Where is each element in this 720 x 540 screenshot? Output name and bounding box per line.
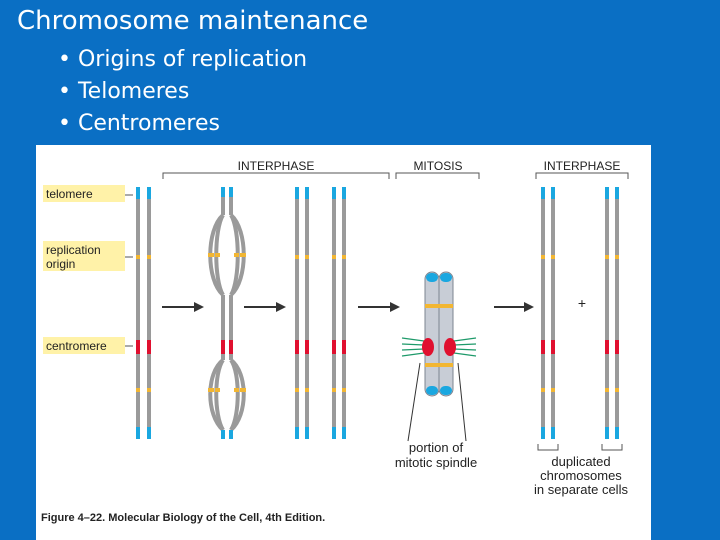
chromosome-duplicated-a: [295, 187, 309, 439]
label-origin-1: replication: [46, 243, 101, 257]
label-mitosis: MITOSIS: [413, 159, 462, 173]
phase-brackets: [162, 172, 629, 179]
daughter-chromosome-b: [605, 187, 619, 439]
chromosome-figure: INTERPHASE MITOSIS INTERPHASE telomere r…: [36, 145, 651, 540]
arrow-1: [162, 302, 204, 312]
bracket-interphase-2: [535, 172, 629, 179]
duplicated-label-3: in separate cells: [534, 482, 628, 497]
chromosome-replicating: [208, 187, 246, 439]
label-box-telomere: [43, 185, 125, 202]
duplicated-label-1: duplicated: [551, 454, 610, 469]
figure-drawing: INTERPHASE MITOSIS INTERPHASE telomere r…: [41, 159, 629, 524]
bullet-list: • Origins of replication • Telomeres • C…: [58, 44, 307, 140]
duplicated-label-2: chromosomes: [540, 468, 622, 483]
daughter-chromosome-a: [541, 187, 555, 439]
daughter-brackets: [537, 444, 623, 451]
label-origin-2: origin: [46, 257, 75, 271]
mitotic-chromosome: [401, 271, 477, 442]
label-centromere: centromere: [46, 339, 107, 353]
arrow-4: [494, 302, 534, 312]
chromosome-replicating-marks: [208, 187, 246, 439]
arrow-2: [244, 302, 286, 312]
label-interphase-1: INTERPHASE: [238, 159, 315, 173]
bullet-origins: • Origins of replication: [58, 47, 308, 72]
bracket-mitosis: [395, 172, 480, 179]
label-telomere: telomere: [46, 187, 93, 201]
bullet-centromeres: • Centromeres: [58, 111, 220, 136]
mitotic-spindle-right: [453, 337, 477, 357]
slide-title: Chromosome maintenance: [17, 6, 369, 36]
bullet-telomeres: • Telomeres: [58, 79, 190, 104]
bracket-interphase-1: [162, 172, 390, 179]
figure-caption: Figure 4–22. Molecular Biology of the Ce…: [41, 512, 325, 524]
arrow-3: [358, 302, 400, 312]
chromosome-unreplicated: [135, 187, 152, 439]
plus-sign: +: [578, 295, 586, 311]
label-box-centromere: [43, 337, 125, 354]
label-interphase-2: INTERPHASE: [544, 159, 621, 173]
mitotic-spindle-left: [401, 337, 425, 357]
label-box-origin: [43, 241, 125, 271]
spindle-label-1: portion of: [409, 440, 464, 455]
spindle-label-2: mitotic spindle: [395, 455, 477, 470]
chromosome-duplicated-b: [332, 187, 346, 439]
